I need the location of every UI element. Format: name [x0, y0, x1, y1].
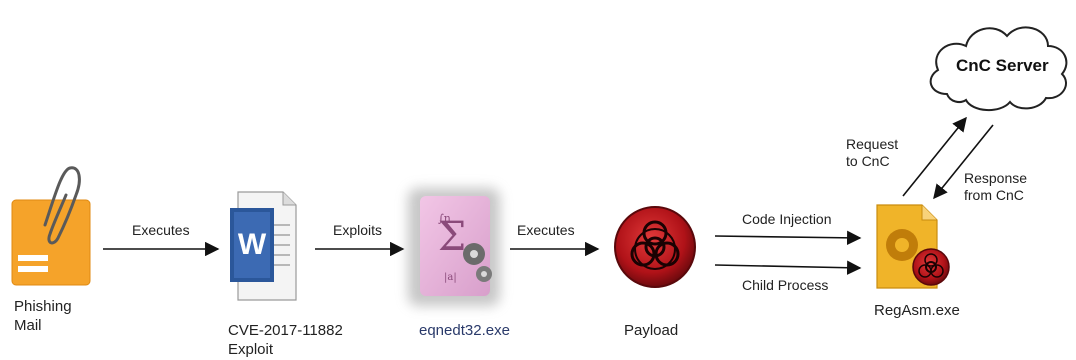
- executes-label-1: Executes: [132, 222, 190, 238]
- eqnedt-label: eqnedt32.exe: [419, 322, 510, 339]
- child-process-arrow: [714, 260, 862, 275]
- cnc-server-label: CnC Server: [956, 56, 1049, 75]
- response-arrow: [933, 124, 994, 200]
- exploit-doc-label-line2: Exploit: [228, 341, 274, 358]
- regasm-label: RegAsm.exe: [874, 302, 960, 319]
- executes-label-2: Executes: [517, 222, 575, 238]
- phishing-mail-label-line2: Mail: [14, 317, 42, 334]
- biohazard-icon: [614, 206, 696, 288]
- exploits-label: Exploits: [333, 222, 383, 238]
- exploit-doc-label: CVE-2017-11882 Exploit: [228, 321, 343, 359]
- mail-attachment-icon: [11, 166, 91, 286]
- code-injection-label: Code Injection: [742, 211, 832, 227]
- request-label-line1: Request: [846, 136, 899, 152]
- request-arrow: [902, 116, 967, 197]
- code-injection-arrow: [714, 230, 862, 246]
- request-label-line2: to CnC: [846, 153, 890, 169]
- svg-text:Σ: Σ: [438, 214, 466, 260]
- cloud-icon: [929, 26, 1068, 111]
- request-label: Request to CnC: [846, 136, 898, 170]
- svg-text:W: W: [238, 228, 267, 261]
- exploit-doc-label-line1: CVE-2017-11882: [228, 322, 343, 339]
- phishing-mail-label-line1: Phishing: [14, 298, 72, 315]
- equation-editor-icon: Σ ∫n |a|: [408, 188, 500, 306]
- payload-label: Payload: [624, 322, 679, 339]
- svg-text:∫n: ∫n: [438, 212, 451, 225]
- gear-file-icon: [876, 204, 950, 289]
- response-label: Response from CnC: [964, 170, 1027, 204]
- phishing-mail-label: Phishing Mail: [14, 297, 72, 335]
- child-process-label: Child Process: [742, 277, 829, 293]
- response-label-line1: Response: [964, 170, 1028, 186]
- svg-text:|a|: |a|: [444, 272, 457, 283]
- response-label-line2: from CnC: [964, 187, 1024, 203]
- word-document-icon: W: [230, 191, 297, 301]
